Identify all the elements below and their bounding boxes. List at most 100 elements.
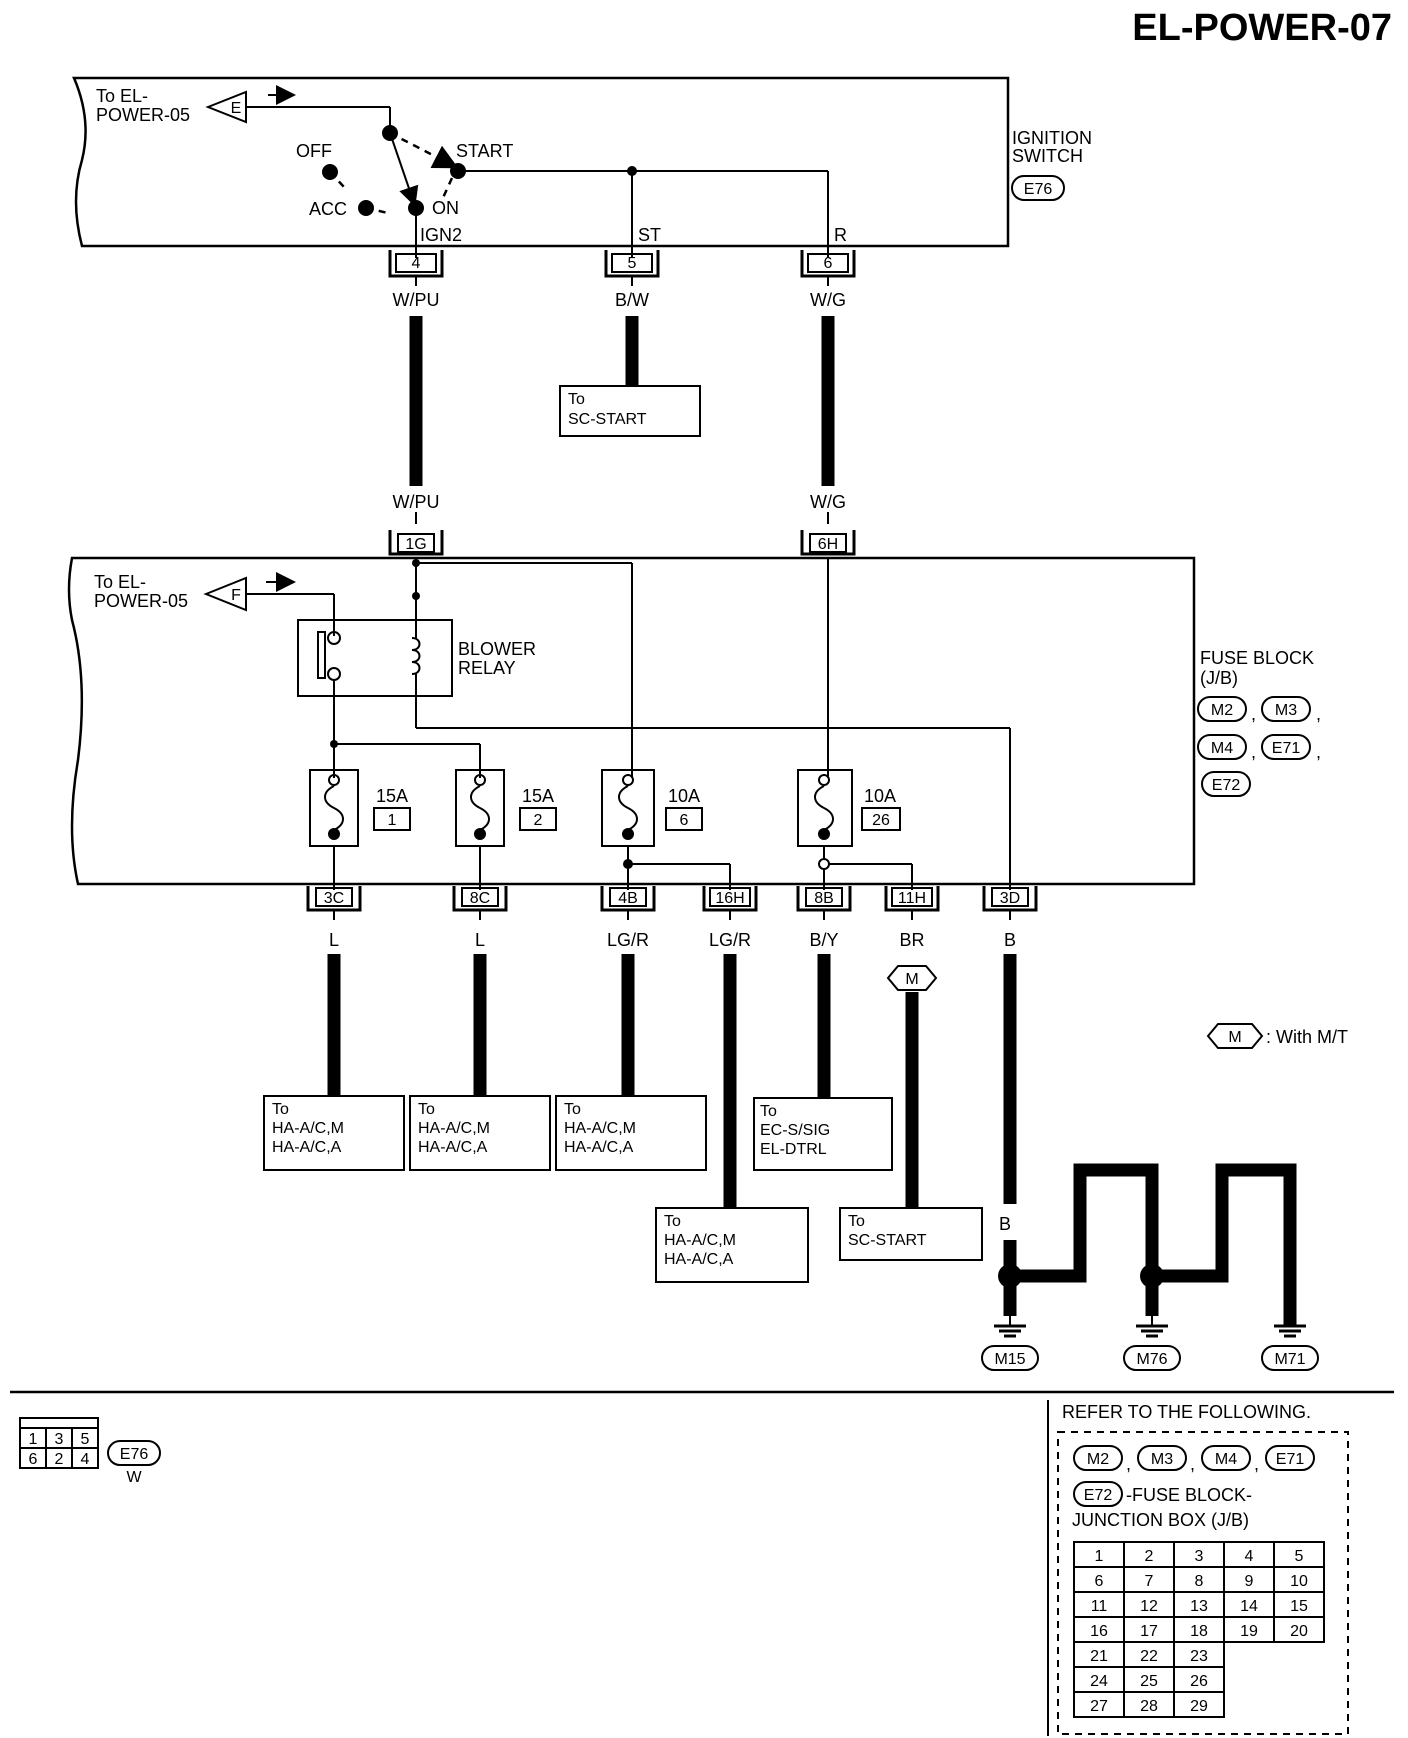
refer-grid-number: 14 [1240, 1598, 1258, 1615]
ground-network: B B B B [994, 1163, 1306, 1338]
svg-text:HA-A/C,A: HA-A/C,A [664, 1251, 734, 1268]
refer-grid-number: 1 [1095, 1548, 1104, 1565]
svg-text:15A: 15A [522, 786, 554, 806]
fb-oval-m2: M2 [1197, 696, 1247, 722]
svg-text:16H: 16H [715, 890, 744, 907]
svg-text:2: 2 [55, 1451, 64, 1468]
svg-text:EL-DTRL: EL-DTRL [760, 1141, 827, 1158]
blower-relay-label-1: BLOWER [458, 639, 536, 659]
dest-sc-start-top: To SC-START [559, 385, 701, 437]
svg-text:HA-A/C,A: HA-A/C,A [564, 1139, 634, 1156]
ignition-switch-name-2: SWITCH [1012, 146, 1083, 166]
svg-text:4: 4 [81, 1451, 90, 1468]
refer-grid-number: 26 [1190, 1673, 1208, 1690]
fb-oval-m4: M4 [1197, 734, 1247, 760]
svg-text:SC-START: SC-START [568, 411, 647, 428]
refer-grid-number: 23 [1190, 1648, 1208, 1665]
wire-label-wpu-top: W/PU [393, 290, 440, 310]
ign-pin-6: 6 [800, 250, 856, 278]
fb-oval-e71: E71 [1261, 734, 1311, 760]
dest-box-ha-2: To HA-A/C,M HA-A/C,A [409, 1095, 551, 1171]
ignition-switch-name-1: IGNITION [1012, 128, 1092, 148]
refer-oval-e72: E72 [1073, 1481, 1123, 1507]
svg-text:M4: M4 [1211, 740, 1233, 757]
ignition-switch-connector: E76 [1024, 181, 1053, 198]
refer-text-2: JUNCTION BOX (J/B) [1072, 1510, 1249, 1530]
svg-text:1: 1 [29, 1431, 38, 1448]
svg-text:6H: 6H [818, 536, 838, 553]
svg-text:15A: 15A [376, 786, 408, 806]
out-conn-4b: 4B LG/R [600, 886, 656, 950]
out-wire-label-l-2: L [475, 930, 485, 950]
svg-text:8C: 8C [470, 890, 490, 907]
wire-label-wg-top: W/G [810, 290, 846, 310]
refer-grid-number: 18 [1190, 1623, 1208, 1640]
svg-text:6: 6 [824, 255, 833, 272]
pos-start-label: START [456, 141, 513, 161]
svg-text:26: 26 [872, 812, 890, 829]
svg-text:E71: E71 [1276, 1451, 1305, 1468]
svg-text:,: , [1316, 704, 1321, 724]
svg-text:M71: M71 [1274, 1351, 1305, 1368]
refer-grid-cell [1173, 1691, 1225, 1718]
refer-heading: REFER TO THE FOLLOWING. [1062, 1402, 1311, 1422]
refer-grid-number: 25 [1140, 1673, 1158, 1690]
svg-text:,: , [1251, 742, 1256, 762]
out-wire-label-by: B/Y [809, 930, 838, 950]
refer-grid-number: 8 [1195, 1573, 1204, 1590]
svg-text:E72: E72 [1212, 777, 1241, 794]
svg-text:E76: E76 [120, 1446, 149, 1463]
ign-ref-line1: To EL- [96, 86, 148, 106]
svg-text:To: To [760, 1103, 777, 1120]
svg-text:To: To [272, 1101, 289, 1118]
svg-text:5: 5 [81, 1431, 90, 1448]
dest-box-ha-4: To HA-A/C,M HA-A/C,A [655, 1207, 809, 1283]
fuse-1: 15A 1 [309, 769, 411, 847]
dest-box-sc-start: To SC-START [839, 1207, 983, 1261]
fb-ref-flag-letter: F [231, 587, 241, 604]
svg-text:E72: E72 [1084, 1487, 1113, 1504]
refer-grid-number: 24 [1090, 1673, 1108, 1690]
refer-grid-number: 10 [1290, 1573, 1308, 1590]
refer-grid-number: 5 [1295, 1548, 1304, 1565]
svg-text:4: 4 [412, 255, 421, 272]
fb-conn-6h: 6H [800, 530, 856, 556]
svg-text:,: , [1126, 1454, 1131, 1474]
svg-text:HA-A/C,M: HA-A/C,M [418, 1120, 490, 1137]
svg-text:3C: 3C [324, 890, 344, 907]
svg-text:E71: E71 [1272, 740, 1301, 757]
fb-conn-1g: 1G [388, 530, 444, 556]
wire-label-wpu-bottom: W/PU [393, 492, 440, 512]
pos-acc-label: ACC [309, 199, 347, 219]
pos-on-label: ON [432, 198, 459, 218]
svg-text:HA-A/C,M: HA-A/C,M [564, 1120, 636, 1137]
svg-text:4B: 4B [618, 890, 638, 907]
page-title: EL-POWER-07 [1132, 7, 1392, 49]
svg-text:M76: M76 [1136, 1351, 1167, 1368]
svg-text:To: To [418, 1101, 435, 1118]
wire-label-bw: B/W [615, 290, 649, 310]
fuse-2: 15A 2 [455, 769, 557, 847]
out-wire-label-lgr-2: LG/R [709, 930, 751, 950]
ground-m71: M71 [1261, 1345, 1319, 1371]
svg-text:,: , [1251, 704, 1256, 724]
refer-text-1: -FUSE BLOCK- [1126, 1485, 1252, 1505]
svg-text:,: , [1254, 1454, 1259, 1474]
svg-text:2: 2 [534, 812, 543, 829]
ground-m15: M15 [981, 1345, 1039, 1371]
svg-text:HA-A/C,A: HA-A/C,A [272, 1139, 342, 1156]
refer-grid-number: 4 [1245, 1548, 1254, 1565]
svg-text:HA-A/C,M: HA-A/C,M [272, 1120, 344, 1137]
terminal-ign2: IGN2 [420, 225, 462, 245]
refer-grid-number: 20 [1290, 1623, 1308, 1640]
svg-text:M: M [905, 971, 918, 988]
svg-text:6: 6 [680, 812, 689, 829]
svg-text:M2: M2 [1211, 702, 1233, 719]
connector-legend-e76: 1 3 5 6 2 4 E76 W [19, 1417, 161, 1486]
ground-m76: M76 [1123, 1345, 1181, 1371]
svg-text:To: To [568, 391, 585, 408]
mt-flag-on-br: M [886, 965, 938, 991]
svg-text:HA-A/C,M: HA-A/C,M [664, 1232, 736, 1249]
refer-grid-number: 7 [1145, 1573, 1154, 1590]
